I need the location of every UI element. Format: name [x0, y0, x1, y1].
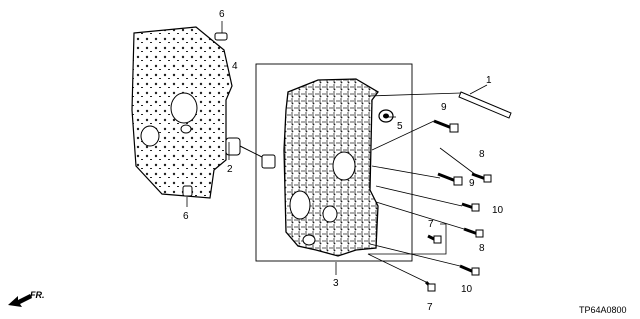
dowel-pin-top: [214, 32, 228, 41]
long-pin: [458, 91, 512, 119]
callout-4: 4: [232, 61, 238, 72]
bolt-7-upper: [427, 234, 442, 244]
callout-10-upper: 10: [492, 205, 504, 216]
callout-7-lower: 7: [427, 302, 433, 313]
bolt-10-upper: [461, 202, 480, 212]
front-direction-label: FR.: [30, 290, 45, 300]
callout-6-bottom: 6: [183, 211, 189, 222]
dowel-pin-bottom: [182, 185, 193, 197]
plug: [378, 109, 394, 123]
callout-9-lower: 9: [469, 178, 475, 189]
oil-filter-pipe: [225, 137, 276, 169]
callout-8-lower: 8: [479, 243, 485, 254]
callout-7-upper: 7: [428, 219, 434, 230]
assembly-box: [255, 63, 413, 262]
callout-6-top: 6: [219, 9, 225, 20]
bolt-9-upper: [433, 119, 459, 133]
bolt-7-lower: [424, 280, 436, 292]
leader-lines: [186, 21, 488, 283]
bolt-8-lower: [463, 227, 484, 238]
front-direction-arrow-icon: [8, 294, 32, 307]
bolt-8-upper: [471, 172, 492, 183]
callout-1: 1: [486, 75, 492, 86]
diagram-code: TP64A0800: [579, 305, 627, 315]
callout-10-lower: 10: [461, 284, 473, 295]
separator-plate: [131, 26, 233, 199]
callout-5: 5: [397, 121, 403, 132]
callout-3: 3: [333, 278, 339, 289]
callout-2: 2: [227, 164, 233, 175]
main-valve-body: [283, 78, 379, 257]
callout-9-upper: 9: [441, 102, 447, 113]
callout-8-upper: 8: [479, 149, 485, 160]
bolt-10-lower: [459, 264, 480, 276]
bolt-9-lower: [437, 172, 463, 186]
